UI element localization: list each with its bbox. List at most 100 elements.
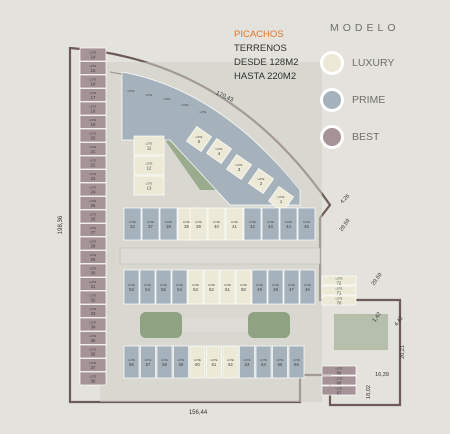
lot-label-16: LOTE: [90, 78, 97, 82]
lot-number-13: 13: [147, 186, 152, 191]
lot-number-11: 11: [147, 146, 152, 151]
lot-number-51: 51: [225, 287, 230, 292]
lot-23: [79, 169, 107, 183]
lot-number-38: 38: [91, 379, 96, 384]
lot-number-37: 37: [148, 224, 153, 229]
lot-label-39: LOTE: [165, 220, 172, 224]
lot-label-70: LOTE: [336, 297, 343, 301]
lot-label-32: LOTE: [90, 294, 97, 298]
lot-number-43: 43: [268, 224, 273, 229]
lot-label-24: LOTE: [90, 186, 97, 190]
dimension-d1: 4,26: [339, 193, 351, 205]
lot-label-37: LOTE: [147, 220, 154, 224]
lot-label-fan: LOTE: [182, 103, 189, 107]
lot-number-15: 15: [91, 68, 96, 73]
lot-label-14: LOTE: [90, 51, 97, 55]
lot-label-47: LOTE: [288, 283, 295, 287]
lot-number-17: 17: [91, 95, 96, 100]
lot-11: [133, 135, 165, 156]
lot-number-60: 60: [195, 362, 200, 367]
garden-left: [140, 312, 182, 338]
lot-label-34: LOTE: [90, 321, 97, 325]
lot-label-60: LOTE: [194, 358, 201, 362]
lot-14: [79, 47, 107, 62]
lot-49: [251, 269, 268, 305]
lot-54: [171, 269, 188, 305]
lot-number-67: 67: [337, 391, 342, 396]
legend-title: MODELO: [330, 22, 400, 34]
lot-number-5: 5: [198, 139, 201, 144]
lot-number-54: 54: [145, 287, 150, 292]
lot-label-35: LOTE: [90, 334, 97, 338]
lot-label-33: LOTE: [90, 307, 97, 311]
lot-46: [299, 269, 316, 305]
lot-label-39: LOTE: [195, 220, 202, 224]
lot-number-38: 38: [184, 224, 189, 229]
lot-53: [123, 269, 140, 305]
lot-51: [219, 269, 236, 305]
lot-number-4: 4: [218, 151, 221, 156]
lot-label-48: LOTE: [272, 283, 279, 287]
lot-42: [243, 207, 262, 241]
lot-number-24: 24: [91, 190, 96, 195]
lot-label-58: LOTE: [161, 358, 168, 362]
dimension-d5: 1,42: [372, 311, 383, 323]
lot-label-13: LOTE: [146, 182, 153, 186]
lot-label-22: LOTE: [90, 159, 97, 163]
lot-68: [321, 375, 357, 386]
lot-number-29: 29: [91, 257, 96, 262]
lot-18: [79, 101, 107, 116]
lot-label-3: LOTE: [236, 163, 243, 167]
lot-37: [79, 358, 107, 372]
lot-label-25: LOTE: [90, 199, 97, 203]
lot-66: [288, 345, 305, 379]
lot-48: [267, 269, 284, 305]
lot-label-49: LOTE: [256, 283, 263, 287]
lot-25: [79, 196, 107, 210]
lot-13: [133, 175, 165, 196]
lot-44: [279, 207, 298, 241]
lot-number-47: 47: [289, 287, 294, 292]
lot-label-20: LOTE: [90, 132, 97, 136]
lot-34: [123, 207, 142, 241]
lot-number-65: 65: [278, 362, 283, 367]
lot-number-33: 33: [91, 311, 96, 316]
lot-12: [133, 155, 165, 176]
lot-number-32: 32: [91, 298, 96, 303]
lot-54: [139, 269, 156, 305]
lot-label-52: LOTE: [208, 283, 215, 287]
lot-number-25: 25: [91, 203, 96, 208]
lots-layer: [79, 47, 357, 396]
lot-label-12: LOTE: [146, 162, 153, 166]
lot-label-34: LOTE: [129, 220, 136, 224]
lot-65: [272, 345, 288, 379]
garden-right: [248, 312, 290, 338]
lot-5: [185, 125, 213, 153]
lot-label-27: LOTE: [90, 226, 97, 230]
lot-39: [159, 207, 178, 241]
dimension-bottom: 156,44: [189, 410, 208, 416]
lot-label-36: LOTE: [90, 348, 97, 352]
lot-number-16: 16: [91, 82, 96, 87]
lot-71: [321, 285, 357, 296]
lot-number-20: 20: [91, 136, 96, 141]
lot-55: [155, 269, 172, 305]
lot-label-fan: LOTE: [164, 97, 171, 101]
lot-number-14: 14: [91, 55, 96, 60]
lot-label-15: LOTE: [90, 64, 97, 68]
lot-label-18: LOTE: [90, 105, 97, 109]
lot-41: [225, 207, 244, 241]
lot-label-59: LOTE: [178, 358, 185, 362]
lot-number-36: 36: [91, 352, 96, 357]
lot-number-42: 42: [250, 224, 255, 229]
lot-label-38: LOTE: [183, 220, 190, 224]
lot-label-44: LOTE: [285, 220, 292, 224]
lot-16: [79, 74, 107, 89]
lot-number-34: 34: [130, 224, 135, 229]
lot-number-57: 57: [146, 362, 151, 367]
amenity-area: [334, 314, 388, 350]
lot-28: [79, 236, 107, 251]
lot-63: [239, 345, 255, 379]
lot-69: [321, 365, 357, 376]
